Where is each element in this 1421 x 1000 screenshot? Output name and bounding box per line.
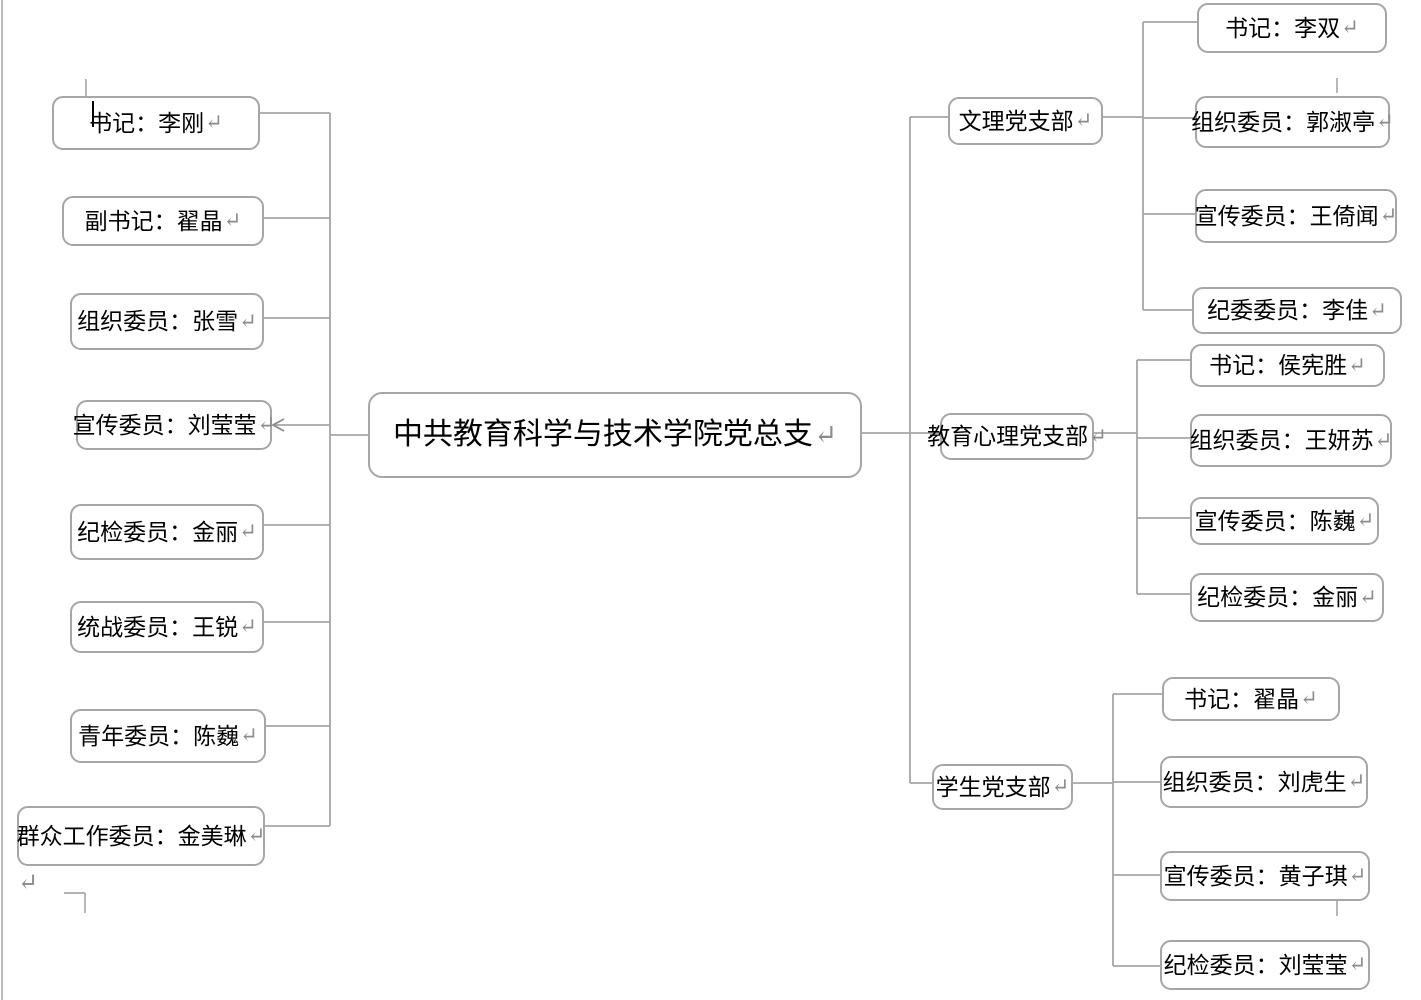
member-label: 组织委员：刘虎生 — [1162, 769, 1347, 795]
paragraph-mark-icon: ↵ — [239, 614, 257, 639]
paragraph-mark-icon: ↵ — [1089, 423, 1107, 448]
root-node[interactable]: 中共教育科学与技术学院党总支↵ — [368, 392, 862, 478]
paragraph-mark-icon: ↵ — [1051, 774, 1070, 799]
left-member-node[interactable]: 副书记：翟晶↵ — [62, 196, 264, 246]
paragraph-mark-icon: ↵ — [1379, 203, 1398, 228]
paragraph-mark-icon: ↵ — [1374, 427, 1393, 452]
left-member-node[interactable]: 统战委员：王锐↵ — [70, 601, 264, 653]
paragraph-mark-icon: ↵ — [1348, 952, 1367, 977]
branch-member-node[interactable]: 组织委员：王妍苏↵ — [1190, 414, 1392, 467]
left-member-node[interactable]: 纪检委员：金丽↵ — [70, 504, 264, 560]
left-member-node[interactable]: 青年委员：陈巍↵ — [70, 709, 266, 763]
paragraph-mark-icon: ↵ — [813, 419, 838, 451]
branch-member-node[interactable]: 书记：翟晶↵ — [1162, 677, 1340, 721]
member-label: 书记：侯宪胜 — [1209, 353, 1348, 378]
member-label: 青年委员：陈巍 — [78, 723, 240, 749]
member-label: 宣传委员：黄子琪 — [1163, 863, 1348, 889]
branch-label: 文理党支部 — [958, 108, 1074, 134]
paragraph-mark-icon: ↵ — [1341, 15, 1359, 40]
branch-member-node[interactable]: 书记：侯宪胜↵ — [1190, 344, 1385, 387]
left-member-node[interactable]: 群众工作委员：金美琳↵ — [17, 806, 265, 866]
paragraph-mark-icon: ↵ — [247, 823, 266, 848]
branch-member-node[interactable]: 纪检委员：刘莹莹↵ — [1160, 940, 1370, 990]
paragraph-mark-icon: ↵ — [239, 308, 257, 333]
text-cursor — [92, 101, 94, 127]
connector-line — [260, 21, 1197, 967]
branch-member-node[interactable]: 纪委委员：李佳↵ — [1192, 287, 1402, 334]
paragraph-mark-icon: ↵ — [1369, 297, 1387, 322]
root-label: 中共教育科学与技术学院党总支 — [392, 418, 813, 451]
member-label: 书记：翟晶 — [1184, 686, 1300, 712]
member-label: 纪委委员：李佳 — [1207, 298, 1369, 323]
member-label: 副书记：翟晶 — [84, 208, 223, 234]
paragraph-mark-icon: ↵ — [223, 208, 242, 233]
member-label: 纪检委员：金丽 — [77, 519, 239, 545]
member-label: 书记：李双 — [1225, 15, 1341, 41]
branch-member-node[interactable]: 纪检委员：金丽↵ — [1190, 573, 1384, 622]
paragraph-mark-icon: ↵ — [257, 412, 276, 437]
left-member-node[interactable]: 宣传委员：刘莹莹↵ — [72, 400, 275, 450]
paragraph-mark-icon: ↵ — [1074, 108, 1093, 133]
margin-corner-mark — [64, 892, 86, 913]
paragraph-mark-icon: ↵ — [18, 870, 39, 896]
member-label: 群众工作委员：金美琳 — [16, 823, 247, 849]
member-label: 组织委员：张雪 — [77, 309, 239, 334]
branch-member-node[interactable]: 组织委员：郭淑亭↵ — [1191, 96, 1394, 148]
left-member-node[interactable]: 书记：李刚↵ — [52, 96, 260, 150]
left-member-node[interactable]: 组织委员：张雪↵ — [70, 293, 264, 350]
member-label: 宣传委员：王倚闻 — [1194, 203, 1379, 229]
member-label: 纪检委员：刘莹莹 — [1163, 952, 1348, 978]
paragraph-mark-icon: ↵ — [1356, 508, 1375, 533]
branch-label: 教育心理党支部 — [927, 424, 1089, 449]
paragraph-mark-icon: ↵ — [205, 110, 223, 135]
member-label: 组织委员：郭淑亭 — [1191, 109, 1376, 135]
paragraph-mark-icon: ↵ — [1359, 584, 1377, 609]
branch-member-node[interactable]: 宣传委员：陈巍↵ — [1190, 497, 1379, 545]
anchor-tick — [85, 78, 1338, 916]
branch-node-jiaoyuxinli[interactable]: 教育心理党支部↵ — [927, 413, 1107, 460]
paragraph-mark-icon: ↵ — [1300, 686, 1318, 711]
paragraph-mark-icon: ↵ — [1376, 109, 1394, 134]
branch-node-xuesheng[interactable]: 学生党支部↵ — [932, 764, 1073, 810]
member-label: 统战委员：王锐 — [77, 614, 239, 640]
member-label: 纪检委员：金丽 — [1197, 585, 1359, 610]
branch-member-node[interactable]: 宣传委员：王倚闻↵ — [1195, 189, 1397, 243]
paragraph-mark-icon: ↵ — [239, 519, 257, 544]
branch-member-node[interactable]: 组织委员：刘虎生↵ — [1160, 756, 1368, 808]
paragraph-mark-icon: ↵ — [1348, 863, 1367, 888]
arrowhead-icon — [271, 418, 285, 432]
member-label: 宣传委员：刘莹莹 — [72, 412, 257, 438]
member-label: 宣传委员：陈巍 — [1194, 508, 1356, 534]
branch-member-node[interactable]: 书记：李双↵ — [1197, 3, 1387, 53]
paragraph-mark-icon: ↵ — [1347, 769, 1366, 794]
member-label: 组织委员：王妍苏 — [1189, 428, 1374, 453]
paragraph-mark-icon: ↵ — [1348, 352, 1366, 377]
branch-label: 学生党支部 — [935, 774, 1051, 800]
paragraph-mark-icon: ↵ — [240, 723, 258, 748]
branch-node-wenli[interactable]: 文理党支部↵ — [948, 97, 1103, 145]
branch-member-node[interactable]: 宣传委员：黄子琪↵ — [1160, 851, 1370, 901]
member-label: 书记：李刚 — [89, 110, 205, 136]
